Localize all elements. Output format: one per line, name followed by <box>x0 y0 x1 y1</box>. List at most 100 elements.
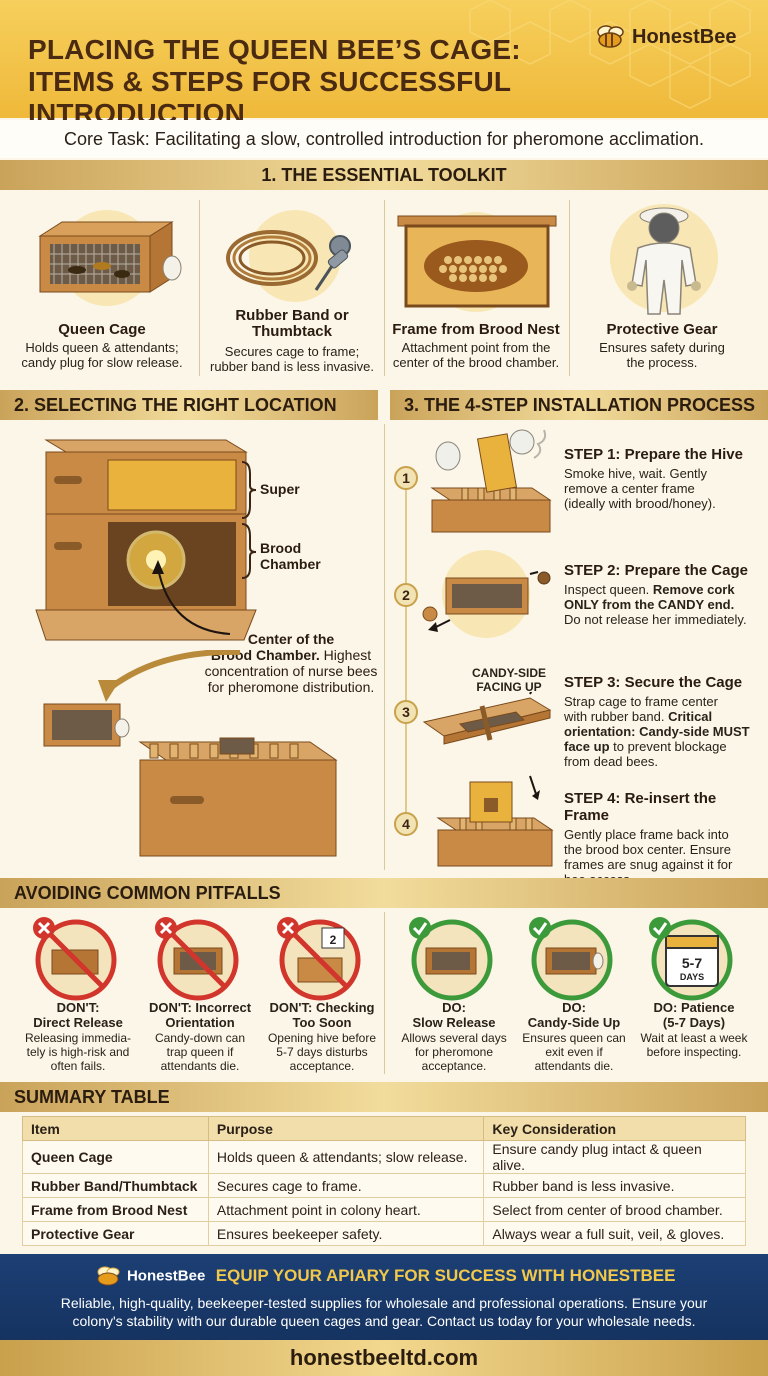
calendar-number: 2 <box>330 933 337 947</box>
tool-name: Protective Gear <box>606 321 718 338</box>
location-heading: 2. SELECTING THE RIGHT LOCATION <box>0 390 378 420</box>
table-row: Rubber Band/Thumbtack Secures cage to fr… <box>22 1173 746 1198</box>
table-cell: Protective Gear <box>22 1221 209 1246</box>
tool-desc: Secures cage to frame;rubber band is les… <box>209 344 375 374</box>
queen-cage-icon <box>38 210 182 306</box>
process-heading: 3. THE 4-STEP INSTALLATION PROCESS <box>390 390 768 420</box>
footer-description: Reliable, high-quality, beekeeper-tested… <box>60 1295 708 1329</box>
brand-name: HonestBee <box>632 25 737 48</box>
pitfalls-heading: AVOIDING COMMON PITFALLS <box>0 878 768 908</box>
column-header: Key Consideration <box>483 1116 746 1141</box>
do-slow-release-icon <box>409 917 493 1001</box>
tool-name: Queen Cage <box>58 321 146 338</box>
divider <box>199 200 200 376</box>
footer-headline: EQUIP YOUR APIARY FOR SUCCESS WITH HONES… <box>215 1266 676 1285</box>
brood-frame-icon <box>397 212 557 312</box>
honeycomb-pattern <box>469 0 751 109</box>
bee-icon <box>597 25 624 48</box>
thumbtack-icon <box>314 235 351 291</box>
divider <box>384 200 385 376</box>
table-cell: Queen Cage <box>22 1140 209 1174</box>
table-cell: Attachment point in colony heart. <box>207 1197 485 1222</box>
beekeeper-suit-icon <box>610 204 718 315</box>
divider <box>384 912 385 1074</box>
bee-icon <box>97 1266 120 1286</box>
center-callout: Center of the Brood Chamber. Highest con… <box>204 631 378 695</box>
table-cell: Rubber Band/Thumbtack <box>22 1173 209 1198</box>
do-patience-calendar-icon: 5-7 DAYS <box>649 917 733 1001</box>
step-2: STEP 2: Prepare the Cage Inspect queen. … <box>564 562 764 627</box>
table-cell: Ensures beekeeper safety. <box>207 1221 485 1246</box>
toolkit-heading: 1. THE ESSENTIAL TOOLKIT <box>0 160 768 190</box>
step-1-number: 1 <box>394 466 418 490</box>
table-cell: Holds queen & attendants; slow release. <box>207 1140 485 1174</box>
brand-logo: HonestBee <box>592 22 736 52</box>
step-2-illustration <box>422 550 551 638</box>
tool-desc: Holds queen & attendants;candy plug for … <box>21 340 183 370</box>
table-cell: Always wear a full suit, veil, & gloves. <box>483 1221 746 1246</box>
column-header: Item <box>22 1116 209 1141</box>
step-2-number: 2 <box>394 583 418 607</box>
pointer-arrow-icon <box>152 560 231 635</box>
pitfall-patience: DO: Patience(5-7 Days) Wait at least a w… <box>640 1000 748 1059</box>
step-1: STEP 1: Prepare the Hive Smoke hive, wai… <box>564 446 764 511</box>
step-3-number: 3 <box>394 700 418 724</box>
step-title: STEP 3: Secure the Cage <box>564 674 743 691</box>
summary-heading: SUMMARY TABLE <box>0 1082 768 1112</box>
tool-queen-cage: Queen Cage Holds queen & attendants;cand… <box>10 198 194 384</box>
step-title: STEP 2: Prepare the Cage <box>564 562 748 579</box>
step-4-number: 4 <box>394 812 418 836</box>
step-title: STEP 4: Re-insert the Frame <box>564 790 717 824</box>
table-row: Protective Gear Ensures beekeeper safety… <box>22 1221 746 1246</box>
footer-headline-row: HonestBee EQUIP YOUR APIARY FOR SUCCESS … <box>0 1266 768 1286</box>
table-cell: Frame from Brood Nest <box>22 1197 209 1222</box>
step-3: STEP 3: Secure the Cage Strap cage to fr… <box>564 674 764 769</box>
brace-icon <box>241 461 257 579</box>
hive-diagram <box>35 439 257 641</box>
table-cell: Secures cage to frame. <box>207 1173 485 1198</box>
table-row: Frame from Brood Nest Attachment point i… <box>22 1197 746 1222</box>
column-header: Purpose <box>207 1116 485 1141</box>
tool-brood-frame: Frame from Brood Nest Attachment point f… <box>384 198 568 384</box>
no-checking-too-soon-icon: 2 <box>277 917 361 1001</box>
cage-into-box-illustration <box>43 650 338 857</box>
step-4: STEP 4: Re-insert the Frame Gently place… <box>564 790 764 887</box>
step-4-illustration <box>436 775 554 867</box>
calendar-days-label: DAYS <box>680 972 704 982</box>
table-cell: Ensure candy plug intact & queen alive. <box>483 1140 746 1174</box>
table-cell: Rubber band is less invasive. <box>483 1173 746 1198</box>
no-direct-release-icon <box>33 917 117 1001</box>
core-task: Core Task: Facilitating a slow, controll… <box>0 120 768 158</box>
table-cell: Select from center of brood chamber. <box>483 1197 746 1222</box>
summary-table: Item Purpose Key Consideration Queen Cag… <box>22 1116 746 1246</box>
step-3-illustration <box>422 692 552 745</box>
do-candy-side-up-icon <box>529 917 613 1001</box>
pitfall-direct-release: DON'T:Direct Release Releasing immedia-t… <box>24 1000 132 1073</box>
step-1-illustration <box>430 429 552 533</box>
no-incorrect-orientation-icon <box>155 917 239 1001</box>
divider <box>384 424 385 870</box>
website-link[interactable]: honestbeeltd.com <box>0 1340 768 1376</box>
rubber-band-icon <box>226 210 351 302</box>
header-banner: PLACING THE QUEEN BEE’S CAGE: ITEMS & ST… <box>0 0 768 129</box>
steps-timeline <box>405 470 407 830</box>
footer-brand: HonestBee <box>126 1267 206 1285</box>
tool-name: Frame from Brood Nest <box>392 321 560 338</box>
step-title: STEP 1: Prepare the Hive <box>564 446 743 463</box>
table-header-row: Item Purpose Key Consideration <box>22 1116 746 1141</box>
super-label: Super <box>260 481 300 497</box>
table-row: Queen Cage Holds queen & attendants; slo… <box>22 1140 746 1174</box>
calendar-days: 5-7 <box>682 955 702 971</box>
divider <box>569 200 570 376</box>
